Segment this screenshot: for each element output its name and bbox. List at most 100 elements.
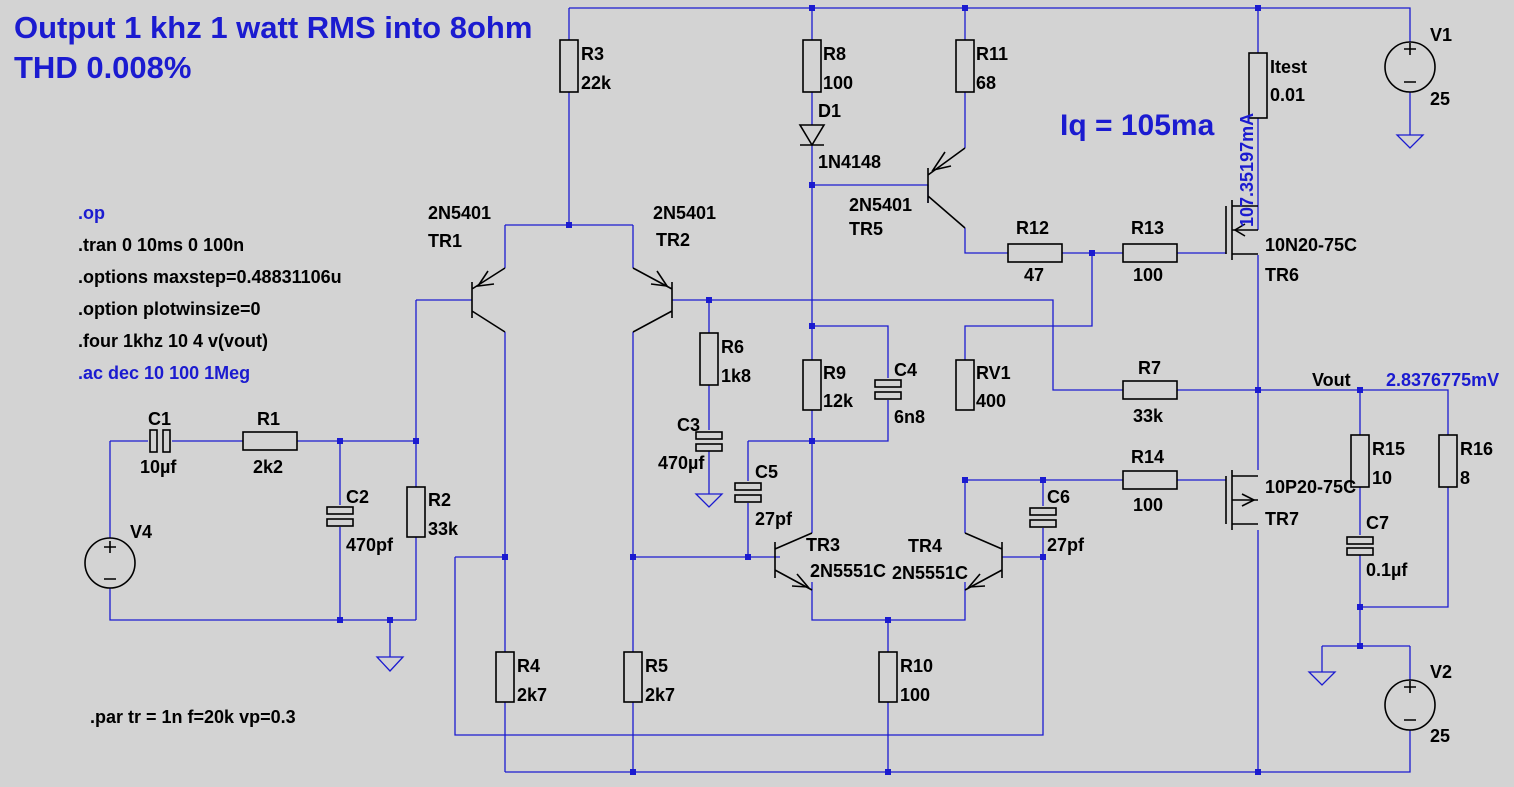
label-v2-value: 25 [1430,726,1450,746]
label-r8-name: R8 [823,44,846,64]
label-tr5-value: 2N5401 [849,195,912,215]
label-r16-name: R16 [1460,439,1493,459]
label-r9-value: 12k [823,391,854,411]
label-c2-value: 470pf [346,535,394,555]
label-r8-value: 100 [823,73,853,93]
label-itest-name: Itest [1270,57,1307,77]
iq-annotation: Iq = 105ma [1060,109,1215,142]
label-r5-value: 2k7 [645,685,675,705]
label-r7-name: R7 [1138,358,1161,378]
resistor-r1[interactable] [242,431,298,451]
capacitor-c4[interactable] [874,379,902,400]
label-v1-name: V1 [1430,25,1452,45]
resistor-r8[interactable] [802,39,822,93]
resistor-r14[interactable] [1122,470,1178,490]
capacitor-c7[interactable] [1346,536,1374,556]
transistor-tr2[interactable] [632,267,673,333]
label-c5-value: 27pf [755,509,793,529]
resistor-r12[interactable] [1007,243,1063,263]
resistor-r9[interactable] [802,359,822,411]
directive-tran: .tran 0 10ms 0 100n [78,235,244,255]
resistor-rv1[interactable] [955,359,975,411]
label-c7-name: C7 [1366,513,1389,533]
resistor-itest[interactable] [1248,52,1268,119]
capacitor-c1[interactable] [149,429,171,453]
label-r2-value: 33k [428,519,459,539]
wires [109,7,1449,773]
directive-options: .options maxstep=0.48831106u [78,267,342,287]
ground-icon [1395,134,1425,149]
label-r2-name: R2 [428,490,451,510]
label-v1-value: 25 [1430,89,1450,109]
resistor-r15[interactable] [1350,434,1370,488]
voltage-source-v2[interactable] [1384,679,1436,731]
resistor-r4[interactable] [495,651,515,703]
capacitor-c3[interactable] [695,431,723,452]
ground-icon [375,656,405,672]
label-tr6-value: 10N20-75C [1265,235,1357,255]
label-c2-name: C2 [346,487,369,507]
label-r4-name: R4 [517,656,540,676]
label-c1-value: 10µf [140,457,177,477]
label-c6-name: C6 [1047,487,1070,507]
ground-icon [1307,671,1337,686]
junctions [337,5,1363,775]
capacitor-c5[interactable] [734,482,762,503]
label-v2-name: V2 [1430,662,1452,682]
label-tr4-value: 2N5551C [892,563,968,583]
resistor-r13[interactable] [1122,243,1178,263]
label-r12-name: R12 [1016,218,1049,238]
label-tr7-name: TR7 [1265,509,1299,529]
label-r7-value: 33k [1133,406,1164,426]
label-rv1-value: 400 [976,391,1006,411]
transistor-tr4[interactable] [964,532,1003,591]
label-rv1-name: RV1 [976,363,1011,383]
resistor-r2[interactable] [406,486,426,538]
label-r10-value: 100 [900,685,930,705]
net-label-vout: Vout [1312,370,1351,390]
label-r14-name: R14 [1131,447,1164,467]
label-c3-name: C3 [677,415,700,435]
transistor-tr1[interactable] [471,267,506,333]
title-line-2: THD 0.008% [14,50,191,85]
label-c6-value: 27pf [1047,535,1085,555]
label-c1-name: C1 [148,409,171,429]
label-itest-value: 0.01 [1270,85,1305,105]
resistor-r3[interactable] [559,39,579,93]
directive-four: .four 1khz 10 4 v(vout) [78,331,268,351]
mosfet-tr7[interactable] [1225,470,1258,530]
label-c4-name: C4 [894,360,917,380]
label-r6-value: 1k8 [721,366,751,386]
capacitor-c2[interactable] [326,506,354,527]
capacitor-c6[interactable] [1029,507,1057,528]
label-r5-name: R5 [645,656,668,676]
label-r1-name: R1 [257,409,280,429]
resistor-r11[interactable] [955,39,975,93]
resistor-r10[interactable] [878,651,898,703]
voltage-source-v1[interactable] [1384,41,1436,93]
label-r13-name: R13 [1131,218,1164,238]
resistor-r16[interactable] [1438,434,1458,488]
label-c4-value: 6n8 [894,407,925,427]
mosfet-tr6[interactable] [1225,200,1258,260]
label-tr2-value: 2N5401 [653,203,716,223]
directive-plotwinsize: .option plotwinsize=0 [78,299,261,319]
title-line-1: Output 1 khz 1 watt RMS into 8ohm [14,10,532,45]
transistor-tr5[interactable] [927,147,966,229]
label-tr3-name: TR3 [806,535,840,555]
resistor-r5[interactable] [623,651,643,703]
label-c5-name: C5 [755,462,778,482]
label-c7-value: 0.1µf [1366,560,1408,580]
transistor-tr3[interactable] [774,532,813,591]
resistor-r7[interactable] [1122,380,1178,400]
voltage-source-v4[interactable] [84,537,136,589]
label-r1-value: 2k2 [253,457,283,477]
label-tr2-name: TR2 [656,230,690,250]
label-tr3-value: 2N5551C [810,561,886,581]
label-d1-name: D1 [818,101,841,121]
label-r3-value: 22k [581,73,612,93]
diode-d1[interactable] [798,124,826,147]
label-r14-value: 100 [1133,495,1163,515]
label-tr1-name: TR1 [428,231,462,251]
resistor-r6[interactable] [699,332,719,386]
